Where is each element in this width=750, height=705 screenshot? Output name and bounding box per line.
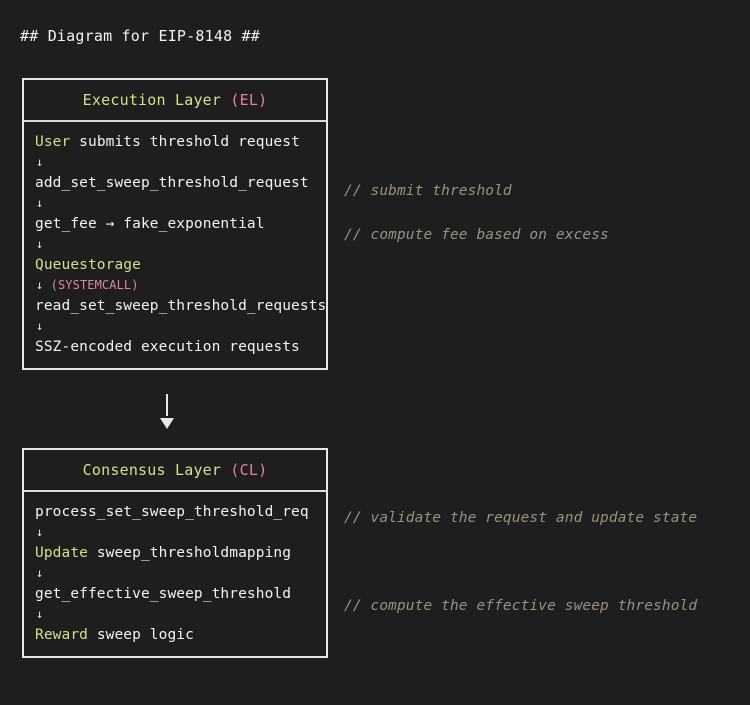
flow-step: User submits threshold request	[24, 131, 326, 153]
flow-step-keyword: Reward	[35, 627, 88, 643]
box-left-edge	[22, 448, 24, 658]
flow-step-text: process_set_sweep_threshold_req	[35, 504, 309, 520]
flow-step: Reward sweep logic	[24, 624, 326, 646]
execution-layer-header: Execution Layer (EL)	[24, 80, 326, 120]
flow-step-text: SSZ-encoded execution requests	[35, 339, 300, 355]
flow-step: process_set_sweep_threshold_req	[24, 501, 326, 523]
flow-step-keyword: Update	[35, 545, 88, 561]
el-to-cl-arrow	[160, 394, 174, 429]
side-comment: // submit threshold	[344, 183, 512, 199]
flow-arrow-icon: ↓ (SYSTEMCALL)	[24, 276, 326, 295]
down-arrow-glyph: ↓	[36, 566, 44, 580]
box-top-rule	[22, 448, 328, 450]
flow-step: read_set_sweep_threshold_requests	[24, 295, 326, 317]
down-arrow-glyph: ↓	[36, 278, 44, 292]
flow-arrow-icon: ↓	[24, 523, 326, 542]
flow-step-text: add_set_sweep_threshold_request	[35, 175, 309, 191]
flow-step: SSZ-encoded execution requests	[24, 336, 326, 358]
flow-arrow-icon: ↓	[24, 235, 326, 254]
page-title: ## Diagram for EIP-8148 ##	[20, 27, 260, 45]
box-header-separator	[24, 490, 326, 492]
flow-arrow-icon: ↓	[24, 194, 326, 213]
consensus-layer-box: Consensus Layer (CL) process_set_sweep_t…	[22, 448, 328, 658]
down-arrow-glyph: ↓	[36, 319, 44, 333]
flow-step-text: sweep logic	[87, 627, 194, 643]
execution-layer-tag: (EL)	[230, 91, 268, 109]
box-right-edge	[326, 448, 328, 658]
down-arrow-glyph: ↓	[36, 525, 44, 539]
consensus-layer-title: Consensus Layer	[82, 461, 222, 479]
box-right-edge	[326, 78, 328, 370]
side-comment: // validate the request and update state	[344, 510, 698, 526]
execution-layer-box: Execution Layer (EL) User submits thresh…	[22, 78, 328, 370]
consensus-layer-header: Consensus Layer (CL)	[24, 450, 326, 490]
down-arrow-glyph: ↓	[36, 155, 44, 169]
flow-step: get_effective_sweep_threshold	[24, 583, 326, 605]
down-arrow-glyph: ↓	[36, 196, 44, 210]
flow-step: add_set_sweep_threshold_request	[24, 172, 326, 194]
flow-step: Queuestorage	[24, 254, 326, 276]
flow-step-text: get_effective_sweep_threshold	[35, 586, 292, 602]
flow-step-text: sweep_thresholdmapping	[87, 545, 292, 561]
arrow-head-icon	[160, 418, 174, 429]
flow-arrow-icon: ↓	[24, 605, 326, 624]
box-bottom-rule	[22, 368, 328, 370]
flow-arrow-icon: ↓	[24, 564, 326, 583]
side-comment: // compute fee based on excess	[344, 227, 609, 243]
consensus-layer-tag: (CL)	[230, 461, 268, 479]
execution-layer-title: Execution Layer	[82, 91, 222, 109]
execution-layer-rows: User submits threshold request ↓ add_set_s…	[24, 122, 326, 368]
arrow-stem	[166, 394, 168, 416]
flow-step-text: read_set_sweep_threshold_requests	[35, 298, 327, 314]
flow-step: get_fee → fake_exponential	[24, 213, 326, 235]
box-header-separator	[24, 120, 326, 122]
side-comment: // compute the effective sweep threshold	[344, 598, 698, 614]
down-arrow-glyph: ↓	[36, 237, 44, 251]
down-arrow-glyph: ↓	[36, 607, 44, 621]
flow-step-keyword: Queuestorage	[35, 257, 141, 273]
box-bottom-rule	[22, 656, 328, 658]
flow-step: Update sweep_thresholdmapping	[24, 542, 326, 564]
flow-step-text: get_fee → fake_exponential	[35, 216, 265, 232]
box-left-edge	[22, 78, 24, 370]
box-top-rule	[22, 78, 328, 80]
flow-arrow-icon: ↓	[24, 153, 326, 172]
flow-step-text: submits threshold request	[70, 134, 300, 150]
flow-arrow-icon: ↓	[24, 317, 326, 336]
consensus-layer-rows: process_set_sweep_threshold_req ↓ Update s…	[24, 492, 326, 656]
systemcall-label: (SYSTEMCALL)	[43, 278, 139, 292]
flow-step-keyword: User	[35, 134, 71, 150]
